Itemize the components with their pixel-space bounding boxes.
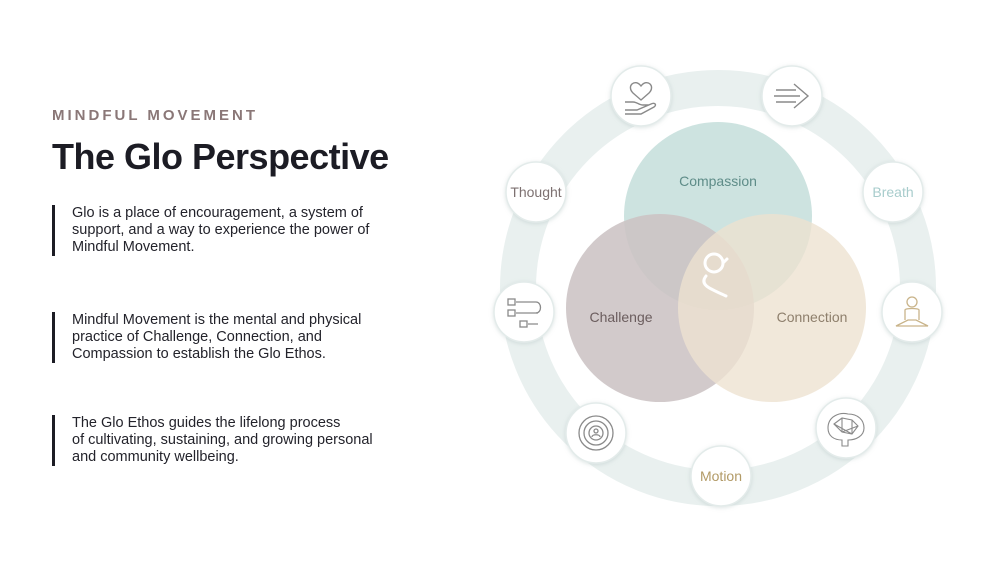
heart-hand-icon xyxy=(625,82,657,115)
node-breath[interactable]: Breath xyxy=(862,161,924,223)
node-motion[interactable]: Motion xyxy=(690,445,752,507)
paragraph-line: Glo is a place of encouragement, a syste… xyxy=(72,205,363,221)
node-thought[interactable]: Thought xyxy=(505,161,567,223)
node-label-breath: Breath xyxy=(872,184,913,200)
meditation-icon xyxy=(895,296,929,327)
brain-network-icon xyxy=(827,412,865,447)
node-top-right[interactable] xyxy=(761,65,823,127)
node-right[interactable] xyxy=(881,281,943,343)
paragraph-line: The Glo Ethos guides the lifelong proces… xyxy=(72,415,341,431)
paragraph-2: Mindful Movement is the mental and physi… xyxy=(52,312,422,363)
venn-label-challenge: Challenge xyxy=(589,309,652,325)
page-title: The Glo Perspective xyxy=(52,136,389,177)
person-target-icon xyxy=(578,415,614,451)
paragraph-3: The Glo Ethos guides the lifelong proces… xyxy=(52,415,422,466)
venn-label-compassion: Compassion xyxy=(679,173,757,189)
node-left[interactable] xyxy=(493,281,555,343)
arrows-right-icon xyxy=(774,83,810,109)
paragraph-line: Mindful Movement is the mental and physi… xyxy=(72,312,362,328)
paragraph-1: Glo is a place of encouragement, a syste… xyxy=(52,205,422,256)
paragraph-line: and community wellbeing. xyxy=(72,449,239,465)
node-top-left[interactable] xyxy=(610,65,672,127)
paragraph-line: practice of Challenge, Connection, and xyxy=(72,329,322,345)
venn-circle-connection xyxy=(678,214,866,402)
checklist-icon xyxy=(507,298,542,328)
node-bottom-left[interactable] xyxy=(565,402,627,464)
paragraph-line: Mindful Movement. xyxy=(72,239,195,255)
glo-logo-icon xyxy=(702,252,729,298)
node-bottom-right[interactable] xyxy=(815,397,877,459)
mindful-movement-diagram: Compassion Challenge Connection xyxy=(480,50,960,530)
paragraph-line: Compassion to establish the Glo Ethos. xyxy=(72,346,326,362)
paragraph-line: of cultivating, sustaining, and growing … xyxy=(72,432,373,448)
eyebrow-label: MINDFUL MOVEMENT xyxy=(52,107,259,124)
venn-label-connection: Connection xyxy=(777,309,848,325)
node-label-motion: Motion xyxy=(700,468,742,484)
paragraph-line: support, and a way to experience the pow… xyxy=(72,222,370,238)
diagram-svg: Compassion Challenge Connection xyxy=(493,65,943,507)
node-label-thought: Thought xyxy=(510,184,561,200)
